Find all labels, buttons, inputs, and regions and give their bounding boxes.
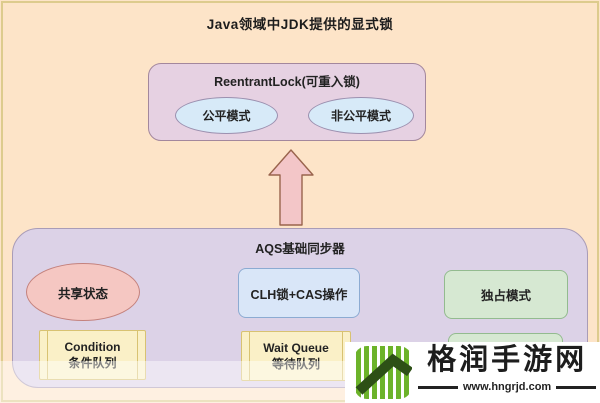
exclusive-mode-label: 独占模式	[480, 289, 531, 303]
wait-queue-label-en: Wait Queue	[263, 341, 329, 355]
watermark-divider-left	[418, 385, 458, 389]
watermark: 格润手游网 www.hngrjd.com	[345, 342, 600, 403]
aqs-title: AQS基础同步器	[255, 242, 345, 256]
watermark-divider-right	[556, 385, 597, 389]
unfair-mode-label: 非公平模式	[330, 109, 391, 123]
wait-queue-label-zh: 等待队列	[271, 357, 320, 371]
watermark-text-block: 格润手游网 www.hngrjd.com	[418, 342, 597, 393]
condition-queue-label-zh: 条件队列	[68, 356, 117, 370]
shared-state-label: 共享状态	[57, 286, 108, 301]
watermark-site-name: 格润手游网	[427, 344, 588, 376]
up-arrow-icon	[268, 149, 314, 226]
reentrantlock-box: ReentrantLock(可重入锁) 公平模式 非公平模式	[148, 63, 426, 141]
shared-state-ellipse: 共享状态	[26, 263, 140, 321]
clh-cas-box: CLH锁+CAS操作	[238, 268, 360, 318]
fair-mode-label: 公平模式	[202, 109, 251, 123]
condition-queue-box: Condition 条件队列	[39, 330, 146, 380]
watermark-url: www.hngrjd.com	[463, 381, 552, 393]
clh-cas-label: CLH锁+CAS操作	[250, 287, 348, 302]
reentrantlock-title: ReentrantLock(可重入锁)	[214, 75, 360, 89]
page-title: Java领域中JDK提供的显式锁	[206, 17, 394, 32]
watermark-logo-icon	[354, 346, 412, 399]
watermark-url-row: www.hngrjd.com	[418, 381, 597, 393]
fair-mode-ellipse: 公平模式	[175, 97, 278, 134]
unfair-mode-ellipse: 非公平模式	[308, 97, 414, 134]
exclusive-mode-box: 独占模式	[444, 270, 568, 319]
wait-queue-box: Wait Queue 等待队列	[241, 331, 351, 381]
condition-queue-label-en: Condition	[64, 340, 121, 354]
